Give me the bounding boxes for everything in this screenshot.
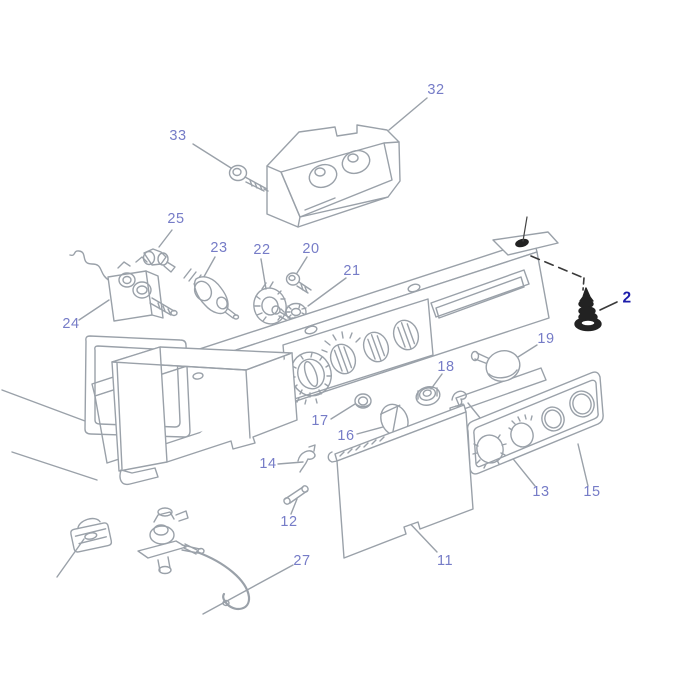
part-24-switch xyxy=(69,250,178,322)
part-label-21[interactable]: 21 xyxy=(343,262,361,279)
part-14-hook xyxy=(297,444,316,473)
part-label-12[interactable]: 12 xyxy=(280,513,298,530)
part-label-18[interactable]: 18 xyxy=(437,358,455,375)
part-22-disc xyxy=(253,281,297,325)
part-label-25[interactable]: 25 xyxy=(167,210,185,227)
part-18-nut xyxy=(415,386,441,406)
panel-mount-hole xyxy=(515,216,529,248)
part-label-2-highlighted[interactable]: 2 xyxy=(622,289,632,307)
part-label-24[interactable]: 24 xyxy=(62,315,80,332)
part-20-screw xyxy=(285,272,312,294)
part-label-33[interactable]: 33 xyxy=(169,127,187,144)
duct-bracket xyxy=(111,346,298,486)
part-label-20[interactable]: 20 xyxy=(302,240,320,257)
part-label-19[interactable]: 19 xyxy=(537,330,555,347)
part-label-27[interactable]: 27 xyxy=(293,552,311,569)
latch-valve xyxy=(137,507,205,575)
part-13-clip xyxy=(451,390,467,407)
part-label-17[interactable]: 17 xyxy=(311,412,329,429)
part-label-13[interactable]: 13 xyxy=(532,483,550,500)
part-27-cable xyxy=(183,543,251,611)
part-label-32[interactable]: 32 xyxy=(427,81,445,98)
part-23-switch xyxy=(183,268,240,320)
part-2-screw-highlighted xyxy=(574,287,602,332)
part-33-screw xyxy=(228,164,269,192)
part-11-door xyxy=(327,404,474,559)
part-label-11[interactable]: 11 xyxy=(436,552,454,569)
part-label-15[interactable]: 15 xyxy=(583,483,601,500)
part-label-16[interactable]: 16 xyxy=(337,427,355,444)
part-15-faceplate xyxy=(466,371,604,475)
spring-clip xyxy=(70,517,113,553)
part-label-23[interactable]: 23 xyxy=(210,239,228,256)
gasket-frame xyxy=(84,335,191,438)
part-label-14[interactable]: 14 xyxy=(259,455,277,472)
part-32-housing xyxy=(266,124,401,228)
part-12-pin xyxy=(283,485,309,505)
part-label-22[interactable]: 22 xyxy=(253,241,271,258)
part-25-sensor xyxy=(142,248,176,273)
part-2-dashed-leader xyxy=(530,255,618,311)
